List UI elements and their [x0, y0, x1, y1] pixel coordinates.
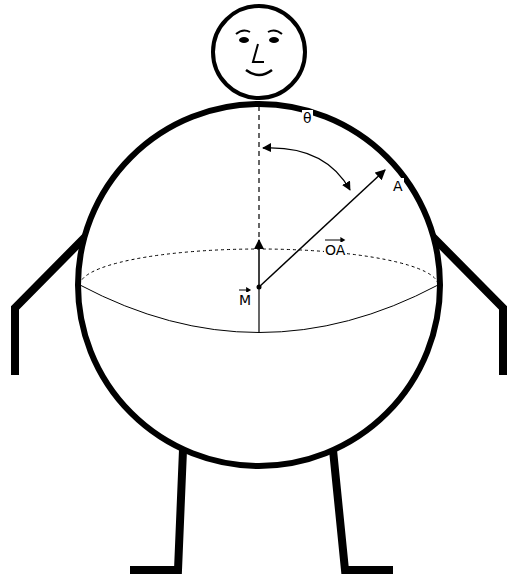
theta-arc [263, 148, 350, 190]
angle-label: θ [302, 110, 313, 126]
vector-label: M [238, 292, 252, 308]
left-eyebrow [236, 30, 250, 34]
right-leg [333, 450, 393, 570]
vector-overbar [325, 240, 342, 241]
body-sphere [78, 104, 440, 466]
axis-dashed [258, 106, 259, 238]
vector-overbar [239, 290, 248, 291]
left-leg [130, 450, 183, 570]
vector-label: OA [324, 242, 346, 258]
moment-vector [258, 240, 260, 287]
axis-lower [258, 287, 259, 332]
right-eyebrow [268, 30, 282, 34]
nose [253, 44, 264, 62]
equator-front [80, 285, 438, 333]
head-circle [213, 6, 305, 98]
right-eye [269, 37, 279, 43]
oa-vector [259, 170, 385, 287]
mouth [246, 70, 272, 75]
point-label: A [392, 178, 404, 194]
left-eye [239, 37, 249, 43]
